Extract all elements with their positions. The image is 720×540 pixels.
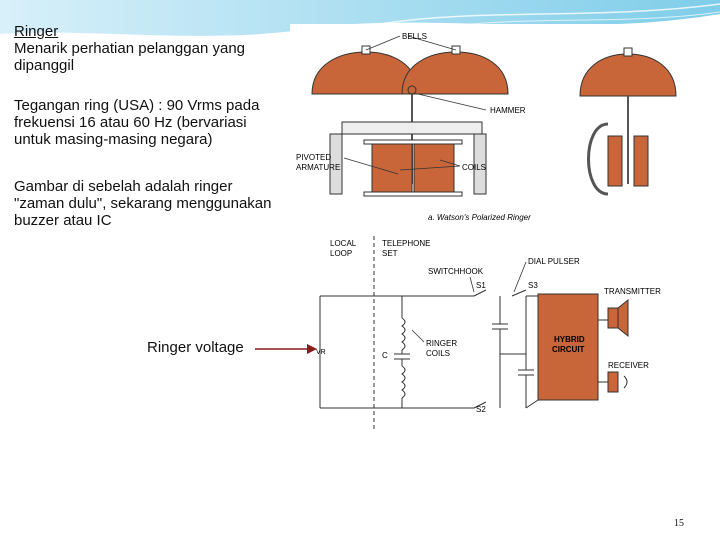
text-line: "zaman dulu", sekarang menggunakan [14,195,272,212]
armature-plate [363,139,463,145]
s3-label: S3 [528,281,538,290]
receiver-label: RECEIVER [608,361,649,370]
ringer-coils-label: COILS [426,349,450,358]
frame-post [473,133,487,195]
frame-bar [341,121,483,135]
capacitor-label: C [382,351,388,360]
ringer-figure: BELLS HAMMER PIVOTED ARMATURE COILS a. W… [290,24,682,432]
voltage-paragraph: Tegangan ring (USA) : 90 Vrms pada freku… [14,97,259,148]
transmitter-icon [607,307,619,329]
ringer-coil [401,365,406,399]
s2-label: S2 [476,405,486,414]
pivoted-label: PIVOTED [296,153,331,162]
annotation-arrow [255,344,317,354]
ringer-label: RINGER [426,339,457,348]
text-line: Gambar di sebelah adalah ringer [14,178,233,195]
telephone-label: TELEPHONE [382,239,430,248]
page-number: 15 [674,518,684,529]
middle-bell [401,51,509,95]
set-label: SET [382,249,398,258]
s1-label: S1 [476,281,486,290]
transmitter-label: TRANSMITTER [604,287,661,296]
coil-side [633,135,649,187]
dial-pulser-label: DIAL PULSER [528,257,580,266]
vr-label: VR [316,349,326,356]
receiver-icon [607,371,619,393]
circuit-diagram: LOCAL LOOP TELEPHONE SET SWITCHHOOK DIAL… [316,236,661,430]
title-block: Ringer Menarik perhatian pelanggan yang … [14,23,245,74]
armature-label: ARMATURE [296,163,340,172]
switchhook-label: SWITCHHOOK [428,267,484,276]
text-line: Tegangan ring (USA) : 90 Vrms pada [14,97,260,114]
figure-caption: a. Watson's Polarized Ringer [428,213,531,222]
hybrid-circuit-block [537,293,599,401]
text-line: untuk masing-masing negara) [14,131,213,148]
coil-side [607,135,623,187]
bells-label: BELLS [402,32,427,41]
text-line: Menarik perhatian pelanggan yang [14,40,245,57]
circuit-label: CIRCUIT [552,345,585,354]
ringer-mechanism: BELLS HAMMER PIVOTED ARMATURE COILS a. W… [296,32,677,222]
hammer-label: HAMMER [490,106,526,115]
ringer-voltage-annotation: Ringer voltage [147,339,244,356]
text-line: frekuensi 16 atau 60 Hz (bervariasi [14,114,247,131]
magnet [587,122,609,196]
slide-title: Ringer [14,23,59,40]
hammer-head [407,85,417,95]
bell-nut [623,47,633,57]
text-line: buzzer atau IC [14,212,112,229]
frame-post [329,133,343,195]
description-paragraph: Gambar di sebelah adalah ringer "zaman d… [14,178,271,229]
coils-label: COILS [462,163,486,172]
ringer-coil [401,317,406,351]
base-plate [363,191,463,197]
loop-label: LOOP [330,249,352,258]
hybrid-label: HYBRID [554,335,585,344]
text-line: dipanggil [14,57,75,74]
local-label: LOCAL [330,239,357,248]
right-bell [579,53,677,97]
